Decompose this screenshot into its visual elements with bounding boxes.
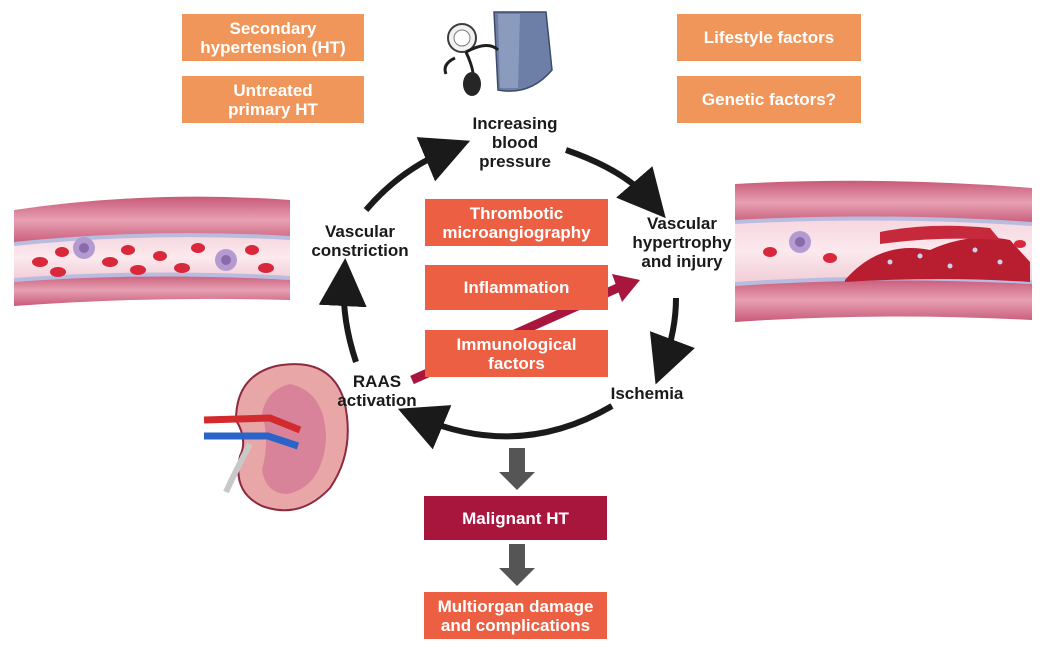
down-arrows xyxy=(499,448,535,586)
genetic-factors-box: Genetic factors? xyxy=(677,76,861,123)
raas-activation-label: RAAS activation xyxy=(337,372,417,410)
lifestyle-factors-label: Lifestyle factors xyxy=(703,28,835,47)
immunological-factors-label: Immunological factors xyxy=(456,334,577,373)
immunological-factors-box: Immunological factors xyxy=(425,330,608,377)
secondary-ht-label: Secondary hypertension (HT) xyxy=(200,18,346,57)
blood-pressure-cuff-illustration xyxy=(443,11,553,96)
untreated-primary-ht-box: Untreated primary HT xyxy=(182,76,364,123)
increasing-blood-pressure-label: Increasing blood pressure xyxy=(472,114,558,171)
inflammation-label: Inflammation xyxy=(463,278,570,297)
malignant-ht-box: Malignant HT xyxy=(424,496,607,540)
malignant-ht-label: Malignant HT xyxy=(462,508,569,528)
lifestyle-factors-box: Lifestyle factors xyxy=(677,14,861,61)
vascular-hypertrophy-label: Vascular hypertrophy and injury xyxy=(632,214,732,271)
ischemia-label: Ischemia xyxy=(610,384,684,403)
vascular-constriction-label: Vascular constriction xyxy=(311,222,409,260)
secondary-ht-box: Secondary hypertension (HT) xyxy=(182,14,364,61)
thrombotic-microangiography-label: Thrombotic microangiography xyxy=(442,203,591,242)
untreated-primary-ht-label: Untreated primary HT xyxy=(228,80,318,119)
genetic-factors-label: Genetic factors? xyxy=(701,90,837,109)
left-vessel-illustration xyxy=(13,196,291,306)
cycle-arrows xyxy=(318,137,695,450)
right-vessel-illustration xyxy=(734,180,1033,322)
kidney-illustration xyxy=(203,363,349,512)
multiorgan-damage-box: Multiorgan damage and complications xyxy=(424,592,607,639)
inflammation-box: Inflammation xyxy=(425,265,608,310)
thrombotic-microangiography-box: Thrombotic microangiography xyxy=(425,199,608,246)
multiorgan-damage-label: Multiorgan damage and complications xyxy=(437,596,594,635)
